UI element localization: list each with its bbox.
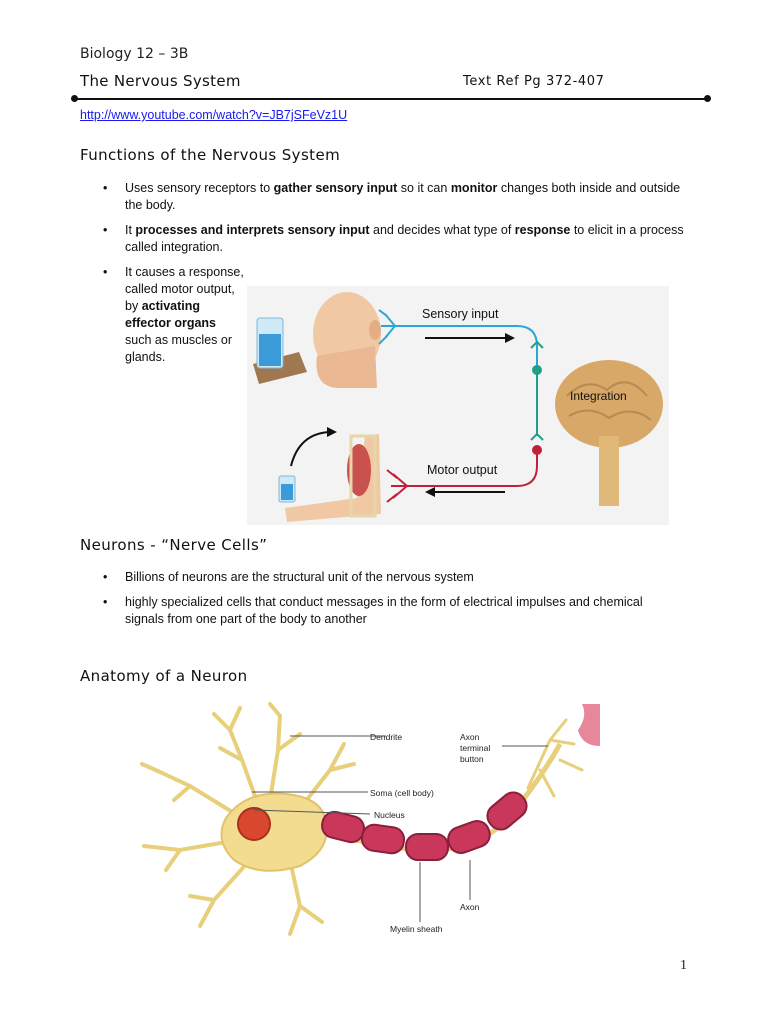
brain-shape [555,360,663,448]
soma-label: Soma (cell body) [370,788,434,798]
section-heading-neurons: Neurons - “Nerve Cells” [80,536,268,554]
sensory-node [532,365,542,375]
course-label: Biology 12 – 3B [80,46,189,62]
section-heading-anatomy: Anatomy of a Neuron [80,667,248,685]
neuron-anatomy-figure: Dendrite Soma (cell body) Nucleus Axon t… [130,700,600,940]
text-reference: Text Ref Pg 372-407 [463,74,605,89]
sensory-input-label: Sensory input [422,307,499,321]
lift-arrow [290,431,330,467]
integration-label: Integration [570,389,627,403]
neuron-diagram: Dendrite Soma (cell body) Nucleus Axon t… [140,702,600,936]
youtube-link[interactable]: http://www.youtube.com/watch?v=JB7jSFeVz… [80,108,348,122]
sensory-nerve [378,309,538,436]
list-item: •highly specialized cells that conduct m… [103,595,643,626]
header-rule [74,98,710,100]
section-heading-functions: Functions of the Nervous System [80,146,341,164]
nucleus-shape [237,807,271,841]
nucleus-label: Nucleus [374,810,405,820]
axon-terminal-label-1: Axon [460,732,480,742]
target-cell-shape [578,704,600,746]
motor-nerve [386,450,538,503]
rule-left-dot [71,95,78,102]
list-item: •It processes and interprets sensory inp… [103,223,684,254]
list-item: •Uses sensory receptors to gather sensor… [103,181,681,212]
page-title: The Nervous System [80,72,241,90]
dendrites [140,702,356,936]
axon-terminal-label-3: button [460,754,484,764]
soma-shape [220,792,328,872]
page-number: 1 [680,958,687,973]
motor-node [532,445,542,455]
arm-shape [285,434,381,522]
functions-list: •Uses sensory receptors to gather sensor… [103,180,693,374]
myelin-segments [321,791,528,861]
nervous-system-figure: Sensory input Integration Motor output [247,286,669,525]
water-shape [259,334,281,366]
motor-output-label: Motor output [427,463,498,477]
axon-label: Axon [460,902,480,912]
list-item: •It causes a response, called motor outp… [103,265,244,364]
rule-right-dot [704,95,711,102]
myelin-sheath-label: Myelin sheath [390,924,443,934]
nervous-system-diagram: Sensory input Integration Motor output [253,292,663,522]
neurons-list: •Billions of neurons are the structural … [103,569,663,636]
axon-terminal-label-2: terminal [460,743,490,753]
spinal-cord-shape [599,436,619,506]
axon-terminals [526,718,584,798]
dendrite-label: Dendrite [370,732,402,742]
list-item: •Billions of neurons are the structural … [103,570,474,584]
biceps-shape [347,444,371,496]
